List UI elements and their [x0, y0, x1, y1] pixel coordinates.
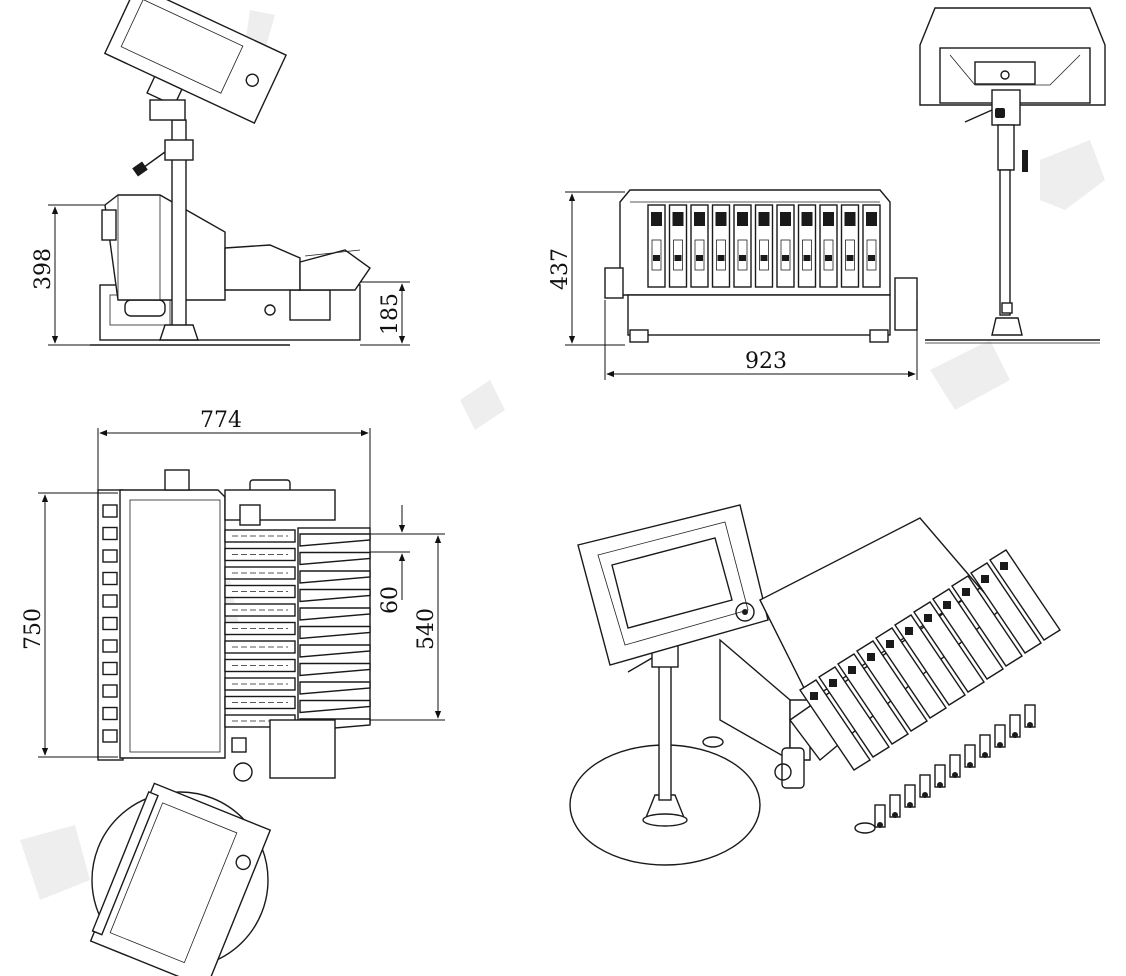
iso-chute: [818, 666, 890, 758]
rear-view: [919, 7, 1106, 344]
iso-chute: [799, 679, 871, 771]
iso-chute: [932, 588, 1004, 680]
outlet-chute: [299, 662, 371, 677]
iso-chute: [913, 601, 985, 693]
front-view: 437 923: [548, 189, 918, 380]
outlet-chute: [299, 570, 371, 584]
isometric-view: [569, 504, 1061, 866]
outlet-chute: [299, 533, 371, 547]
outlet-chute: [299, 607, 371, 621]
dim-side-low-height: 185: [378, 293, 403, 335]
iso-chute: [989, 549, 1061, 641]
side-view: 398 185: [31, 0, 410, 346]
iso-chute: [894, 614, 966, 706]
outlet-chute: [299, 699, 371, 714]
outlet-chute: [299, 625, 371, 640]
outlet-chute: [299, 681, 371, 695]
outlet-chute: [299, 588, 371, 603]
iso-chute: [837, 653, 909, 745]
outlet-chute: [299, 644, 371, 658]
dim-front-height: 437: [548, 248, 573, 290]
dim-top-width: 750: [21, 608, 46, 650]
iso-chute: [970, 562, 1042, 654]
dim-top-outlet-span: 540: [414, 608, 439, 650]
dim-top-pitch: 60: [378, 586, 403, 614]
dim-side-height: 398: [31, 248, 56, 290]
iso-chute: [856, 640, 928, 732]
top-view: 774 750 60 540: [21, 408, 445, 976]
outlet-chute: [299, 551, 371, 566]
dim-top-depth: 774: [200, 408, 242, 433]
iso-chute: [875, 627, 947, 719]
iso-chute: [951, 575, 1023, 667]
dim-front-width: 923: [745, 349, 787, 374]
